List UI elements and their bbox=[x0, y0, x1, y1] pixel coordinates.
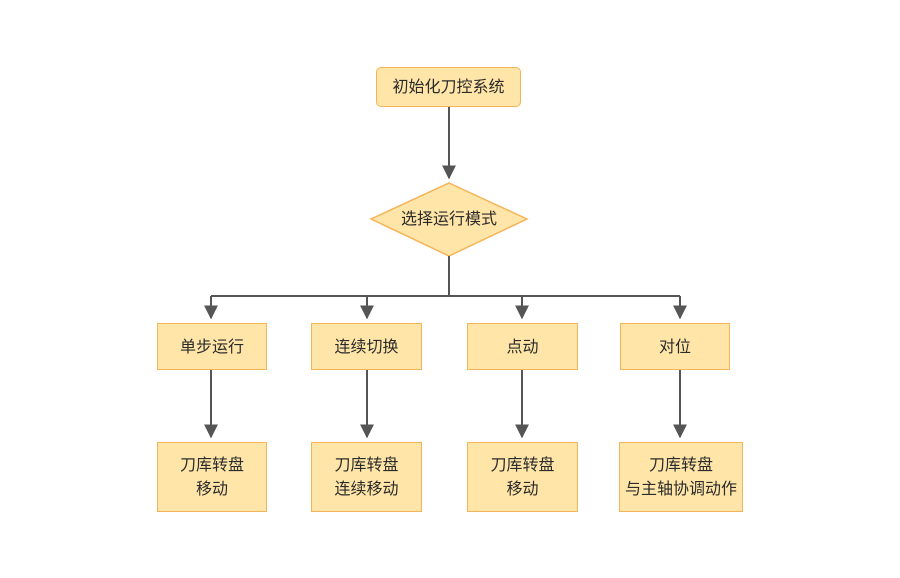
action-jog-line1: 刀库转盘 bbox=[490, 455, 555, 474]
mode-jog-label: 点动 bbox=[506, 336, 539, 356]
action-single-step-line2: 移动 bbox=[195, 479, 228, 498]
mode-single-step-node: 单步运行 bbox=[157, 323, 267, 370]
init-system-label: 初始化刀控系统 bbox=[392, 77, 505, 96]
action-jog-line2: 移动 bbox=[506, 479, 539, 498]
mode-continuous-label: 连续切换 bbox=[334, 336, 399, 356]
action-jog-node: 刀库转盘 移动 bbox=[467, 442, 578, 512]
action-continuous-line1: 刀库转盘 bbox=[334, 455, 399, 474]
action-align-line2: 与主轴协调动作 bbox=[624, 479, 737, 498]
action-align-line1: 刀库转盘 bbox=[648, 455, 713, 474]
mode-align-node: 对位 bbox=[620, 323, 730, 370]
action-align-node: 刀库转盘 与主轴协调动作 bbox=[619, 442, 743, 512]
action-single-step-node: 刀库转盘 移动 bbox=[157, 442, 267, 512]
action-continuous-line2: 连续移动 bbox=[334, 479, 399, 498]
action-single-step-line1: 刀库转盘 bbox=[179, 455, 244, 474]
mode-continuous-node: 连续切换 bbox=[311, 323, 422, 370]
init-system-node: 初始化刀控系统 bbox=[376, 67, 521, 107]
mode-single-step-label: 单步运行 bbox=[179, 336, 244, 356]
select-mode-label: 选择运行模式 bbox=[400, 209, 497, 228]
mode-align-label: 对位 bbox=[658, 336, 691, 356]
action-continuous-node: 刀库转盘 连续移动 bbox=[311, 442, 422, 512]
mode-jog-node: 点动 bbox=[467, 323, 578, 370]
